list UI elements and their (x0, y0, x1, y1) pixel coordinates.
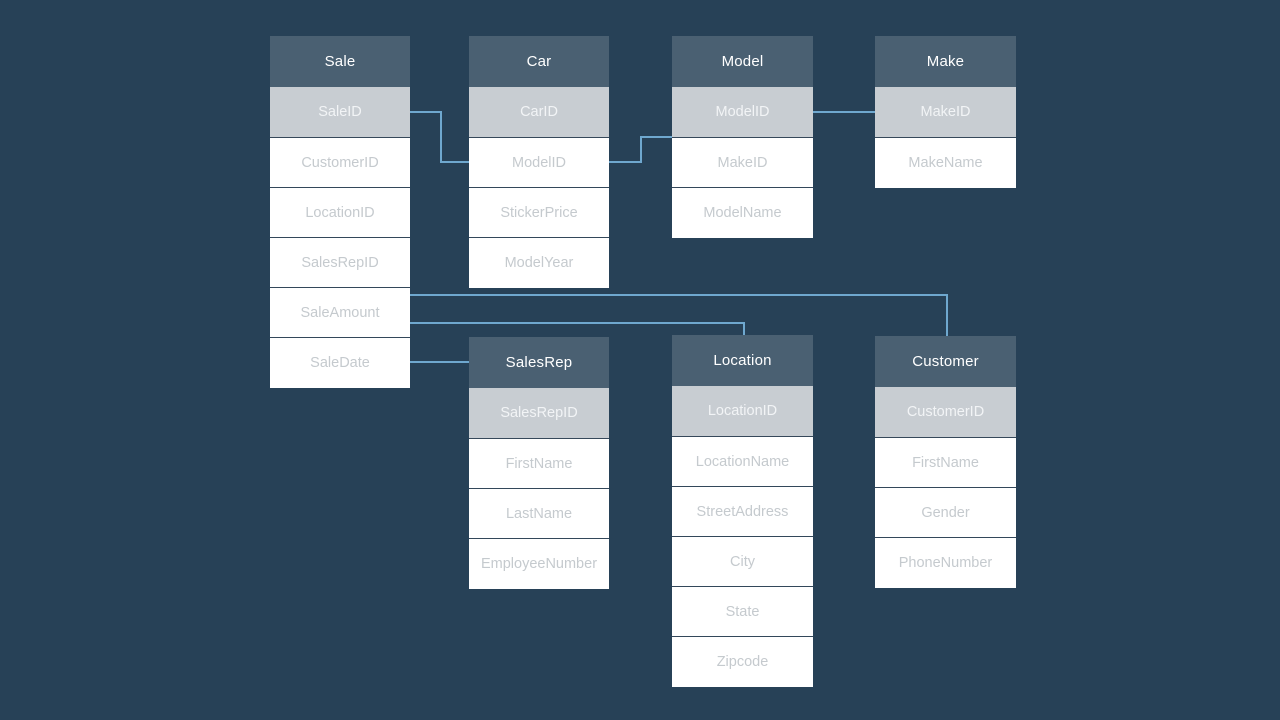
table-pk-make[interactable]: MakeID (875, 87, 1016, 138)
connector-segment (609, 161, 642, 163)
table-field[interactable]: PhoneNumber (875, 538, 1016, 588)
connector-segment (640, 136, 673, 138)
erd-table-make[interactable]: Make MakeID MakeName (875, 36, 1016, 188)
table-pk-customer[interactable]: CustomerID (875, 387, 1016, 438)
table-field[interactable]: MakeName (875, 138, 1016, 188)
table-field[interactable]: Gender (875, 488, 1016, 538)
table-title-model: Model (672, 36, 813, 87)
table-field[interactable]: ModelName (672, 188, 813, 238)
table-title-sale: Sale (270, 36, 410, 87)
erd-table-location[interactable]: Location LocationID LocationName StreetA… (672, 335, 813, 687)
table-field[interactable]: FirstName (875, 438, 1016, 488)
connector-segment (410, 322, 745, 324)
table-field[interactable]: LocationID (270, 188, 410, 238)
connector-segment (640, 136, 642, 163)
connector-segment (410, 294, 948, 296)
table-title-location: Location (672, 335, 813, 386)
table-field[interactable]: SaleDate (270, 338, 410, 388)
connector-segment (813, 111, 876, 113)
connector-segment (440, 111, 442, 163)
table-field[interactable]: SaleAmount (270, 288, 410, 338)
table-pk-car[interactable]: CarID (469, 87, 609, 138)
erd-table-salesrep[interactable]: SalesRep SalesRepID FirstName LastName E… (469, 337, 609, 589)
erd-table-sale[interactable]: Sale SaleID CustomerID LocationID SalesR… (270, 36, 410, 388)
connector-segment (410, 361, 470, 363)
erd-table-customer[interactable]: Customer CustomerID FirstName Gender Pho… (875, 336, 1016, 588)
table-field[interactable]: StickerPrice (469, 188, 609, 238)
table-field[interactable]: FirstName (469, 439, 609, 489)
table-field[interactable]: StreetAddress (672, 487, 813, 537)
table-title-customer: Customer (875, 336, 1016, 387)
table-pk-sale[interactable]: SaleID (270, 87, 410, 138)
table-field[interactable]: LocationName (672, 437, 813, 487)
table-pk-location[interactable]: LocationID (672, 386, 813, 437)
table-pk-model[interactable]: ModelID (672, 87, 813, 138)
table-title-car: Car (469, 36, 609, 87)
table-title-salesrep: SalesRep (469, 337, 609, 388)
table-field[interactable]: MakeID (672, 138, 813, 188)
erd-table-model[interactable]: Model ModelID MakeID ModelName (672, 36, 813, 238)
table-field[interactable]: LastName (469, 489, 609, 539)
table-field[interactable]: EmployeeNumber (469, 539, 609, 589)
table-field[interactable]: CustomerID (270, 138, 410, 188)
table-field[interactable]: Zipcode (672, 637, 813, 687)
table-field[interactable]: SalesRepID (270, 238, 410, 288)
connector-segment (410, 111, 442, 113)
table-title-make: Make (875, 36, 1016, 87)
table-field[interactable]: City (672, 537, 813, 587)
connector-segment (743, 322, 745, 337)
connector-segment (946, 294, 948, 338)
erd-table-car[interactable]: Car CarID ModelID StickerPrice ModelYear (469, 36, 609, 288)
table-field[interactable]: State (672, 587, 813, 637)
table-field[interactable]: ModelYear (469, 238, 609, 288)
table-pk-salesrep[interactable]: SalesRepID (469, 388, 609, 439)
connector-segment (440, 161, 470, 163)
table-field[interactable]: ModelID (469, 138, 609, 188)
